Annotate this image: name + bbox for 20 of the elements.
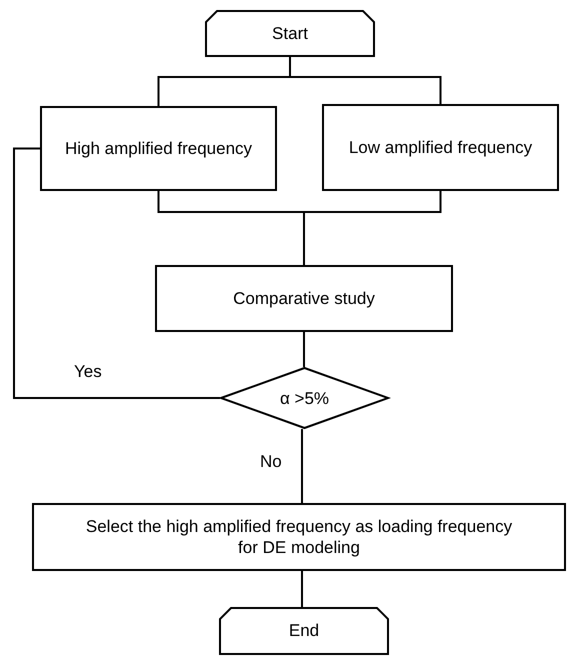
process-box [155,265,453,332]
decision-diamond [220,367,389,429]
end-terminal [219,607,389,654]
process-box [32,503,566,571]
node-text: Start [271,22,309,44]
node-text: Select the high amplified frequency as loading frequency for DE modeling [84,516,514,558]
node-text: α >5% [278,388,330,408]
connector-line [301,429,303,503]
start-terminal [205,10,375,56]
connector-line [303,332,305,367]
process-box [322,104,559,191]
connector-line [289,56,442,104]
connector-line [13,148,220,399]
node-text: Comparative study [232,288,376,309]
connector-line [301,571,303,607]
node-text: High amplified frequency [64,138,254,159]
node-text: End [288,620,320,641]
connector-line [303,191,442,265]
node-text: Low amplified frequency [348,137,534,158]
process-box [40,106,277,191]
